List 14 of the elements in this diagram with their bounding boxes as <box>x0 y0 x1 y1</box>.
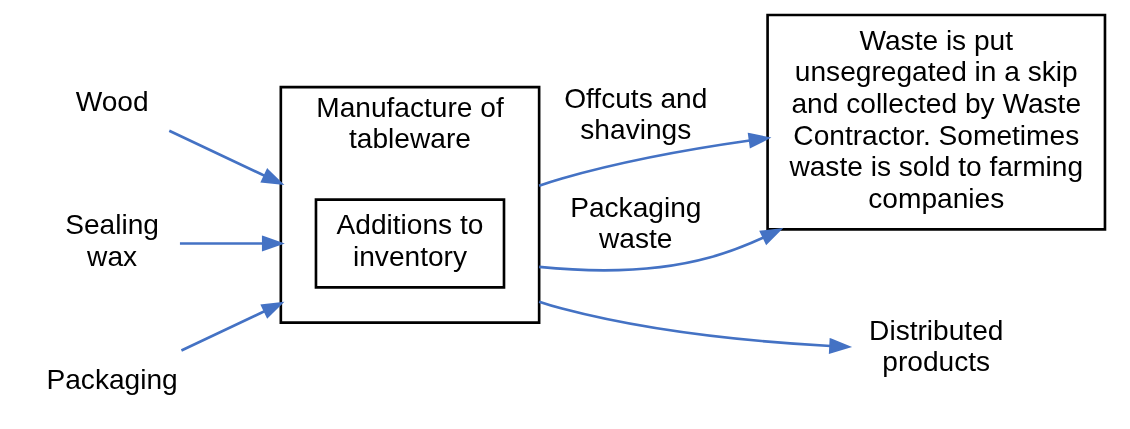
node-text: Wood <box>75 86 149 118</box>
arrow <box>179 235 285 252</box>
arrow <box>538 228 783 272</box>
arrow <box>538 132 771 187</box>
node-text: Packaging <box>45 363 178 395</box>
edge-label: Packaging waste <box>569 191 701 255</box>
arrow <box>180 301 284 352</box>
node-text: Distributed products <box>868 314 1003 378</box>
node-box: Additions to inventory <box>314 198 505 289</box>
arrow <box>168 129 284 186</box>
node-box: Waste is put unsegregated in a skip and collected by Waste Contractor. Sometimes waste is sold to farming companies <box>765 13 1106 231</box>
node-text: Sealing wax <box>64 209 159 272</box>
edge-label: Offcuts and shavings <box>563 82 707 146</box>
arrow <box>538 300 852 354</box>
